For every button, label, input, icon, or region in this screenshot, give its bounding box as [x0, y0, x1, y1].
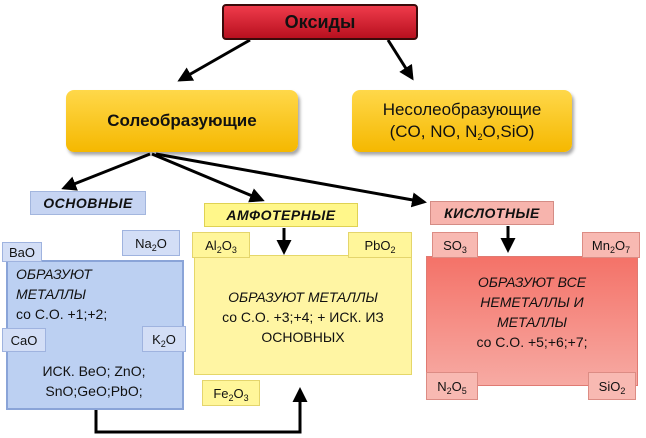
- amphoteric-description: ОБРАЗУЮТ МЕТАЛЛЫ со С.О. +3;+4; + ИСК. И…: [222, 289, 384, 345]
- category-acidic: КИСЛОТНЫЕ: [430, 201, 554, 225]
- arrow-salt-to-amph: [151, 152, 265, 203]
- arrow-title-to-nonsalt: [386, 39, 414, 81]
- salt-forming-label: Солеобразующие: [107, 111, 257, 130]
- title-box: Оксиды: [222, 4, 418, 40]
- formula-sio2: SiO2: [588, 372, 636, 400]
- acidic-description: ОБРАЗУЮТ ВСЕ НЕМЕТАЛЛЫ И МЕТАЛЛЫ со С.О.…: [476, 274, 588, 350]
- non-salt-label: Несолеобразующие: [382, 100, 542, 119]
- formula-mn2o7: Mn2O7: [582, 232, 640, 258]
- title-text: Оксиды: [284, 11, 356, 32]
- arrow-salt-to-acid: [155, 152, 427, 208]
- arrow-basic-to-amph: [94, 387, 308, 434]
- amphoteric-panel: [194, 255, 412, 375]
- formula-fe2o3: Fe2O3: [202, 380, 260, 406]
- basic-exceptions: ИСК. BeO; ZnO; SnO;GeO;PbO;: [42, 363, 146, 399]
- formula-na2o: Na2O: [122, 230, 180, 256]
- non-salt-forming-box: Несолеобразующие (CO, NO, N2O,SiO): [352, 90, 572, 152]
- formula-k2o: K2O: [142, 326, 186, 352]
- formula-pbo2: PbO2: [348, 232, 412, 258]
- formula-n2o5: N2O5: [426, 372, 478, 400]
- formula-bao: BaO: [2, 242, 42, 262]
- category-basic: ОСНОВНЫЕ: [30, 191, 146, 215]
- formula-cao: CaO: [2, 328, 46, 352]
- non-salt-formulas: (CO, NO, N2O,SiO): [389, 122, 535, 142]
- arrow-salt-to-basic: [61, 152, 151, 191]
- formula-al2o3: Al2O3: [192, 232, 250, 258]
- acidic-panel: [426, 256, 638, 386]
- arrow-title-to-salt: [177, 38, 251, 82]
- formula-so3: SO3: [432, 232, 478, 258]
- basic-description: ОБРАЗУЮТ МЕТАЛЛЫ со С.О. +1;+2;: [16, 266, 108, 322]
- salt-forming-box: Солеобразующие: [66, 90, 298, 152]
- category-amphoteric: АМФОТЕРНЫЕ: [204, 203, 358, 227]
